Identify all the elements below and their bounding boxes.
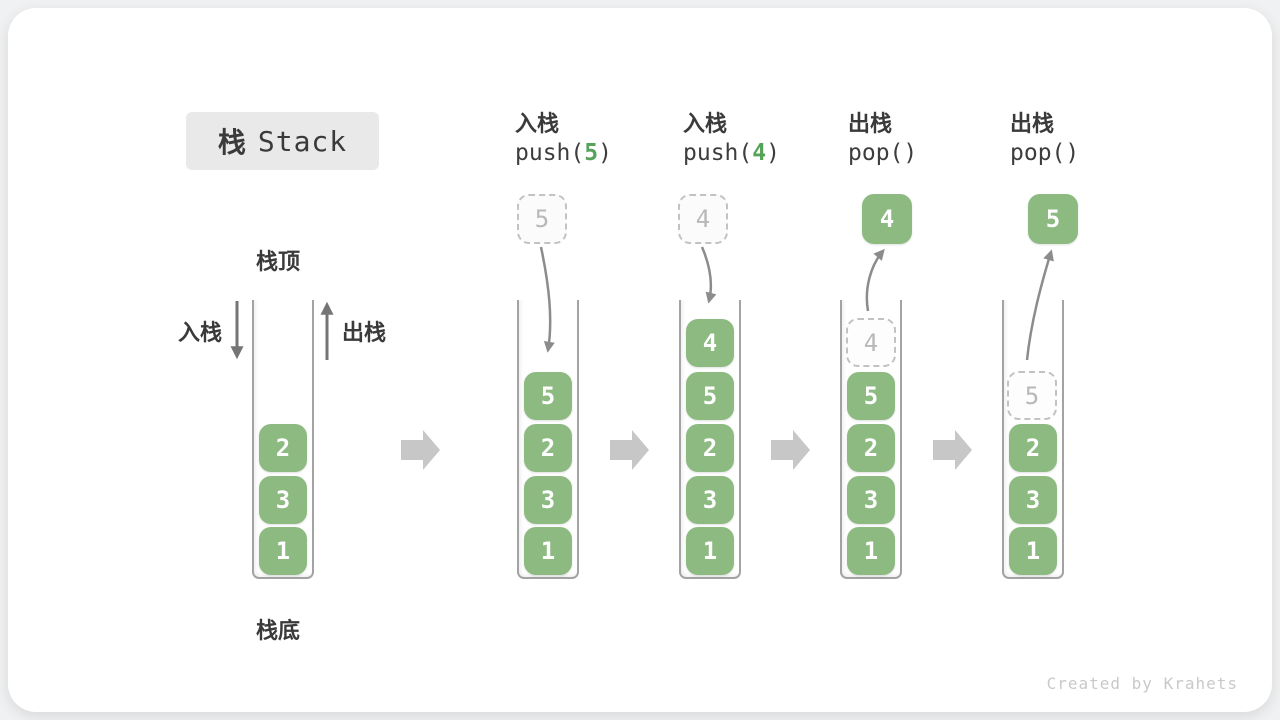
op-label-push-5: 入栈 push(5): [515, 106, 612, 166]
title-zh: 栈: [217, 127, 246, 158]
stack-element: 3: [847, 476, 895, 524]
stack-element: 1: [686, 527, 734, 575]
stack-element: 2: [686, 424, 734, 472]
stack-element: 4: [686, 319, 734, 367]
op-zh-label: 出栈: [848, 111, 893, 136]
op-label-push-4: 入栈 push(4): [683, 106, 780, 166]
credit-text: Created by Krahets: [1046, 674, 1238, 693]
push-direction-label: 入栈: [178, 320, 223, 345]
popped-element: 5: [1028, 194, 1078, 244]
incoming-element-box: 4: [678, 194, 728, 244]
stack-element: 5: [686, 372, 734, 420]
title-badge: 栈 Stack: [186, 112, 379, 170]
incoming-element-box: 5: [517, 194, 567, 244]
code-pre: push(: [515, 140, 585, 166]
op-zh-label: 出栈: [1010, 111, 1055, 136]
stack-element: 2: [259, 424, 307, 472]
incoming-element: 4: [678, 194, 728, 244]
op-label-pop-1: 出栈 pop(): [848, 106, 917, 166]
op-code-label: pop(): [848, 140, 917, 166]
stack-element: 3: [686, 476, 734, 524]
code-pre: pop(: [1010, 140, 1066, 166]
popped-element-box: 5: [1028, 194, 1078, 244]
code-arg: 5: [584, 140, 599, 166]
code-pre: push(: [683, 140, 753, 166]
popped-element-box: 4: [862, 194, 912, 244]
title-en: Stack: [257, 124, 348, 158]
stack-element: 1: [1009, 527, 1057, 575]
op-label-pop-2: 出栈 pop(): [1010, 106, 1079, 166]
stack-element: 2: [524, 424, 572, 472]
stack-element: 3: [1009, 476, 1057, 524]
code-pre: pop(: [848, 140, 904, 166]
code-post: ): [766, 140, 780, 166]
op-zh-label: 入栈: [515, 111, 560, 136]
stack-element: 1: [847, 527, 895, 575]
ghost-element: 5: [1007, 371, 1057, 420]
op-code-label: push(5): [515, 140, 612, 166]
stack-element: 1: [524, 527, 572, 575]
stack-element: 3: [259, 476, 307, 524]
pop-direction-label: 出栈: [342, 320, 387, 345]
code-arg: 4: [752, 140, 767, 166]
code-post: ): [903, 140, 918, 166]
op-zh-label: 入栈: [683, 111, 728, 136]
incoming-element: 5: [517, 194, 567, 244]
code-post: ): [1065, 140, 1080, 166]
stack-element: 3: [524, 476, 572, 524]
ghost-element: 4: [846, 318, 896, 367]
op-code-label: push(4): [683, 140, 780, 166]
stack-element: 5: [847, 372, 895, 420]
code-post: ): [598, 140, 612, 166]
op-code-label: pop(): [1010, 140, 1079, 166]
stack-element: 5: [524, 372, 572, 420]
stack-element: 2: [847, 424, 895, 472]
stack-element: 1: [259, 527, 307, 575]
stack-element: 2: [1009, 424, 1057, 472]
popped-element: 4: [862, 194, 912, 244]
stack-bottom-label: 栈底: [256, 618, 301, 643]
stack-top-label: 栈顶: [256, 249, 301, 274]
